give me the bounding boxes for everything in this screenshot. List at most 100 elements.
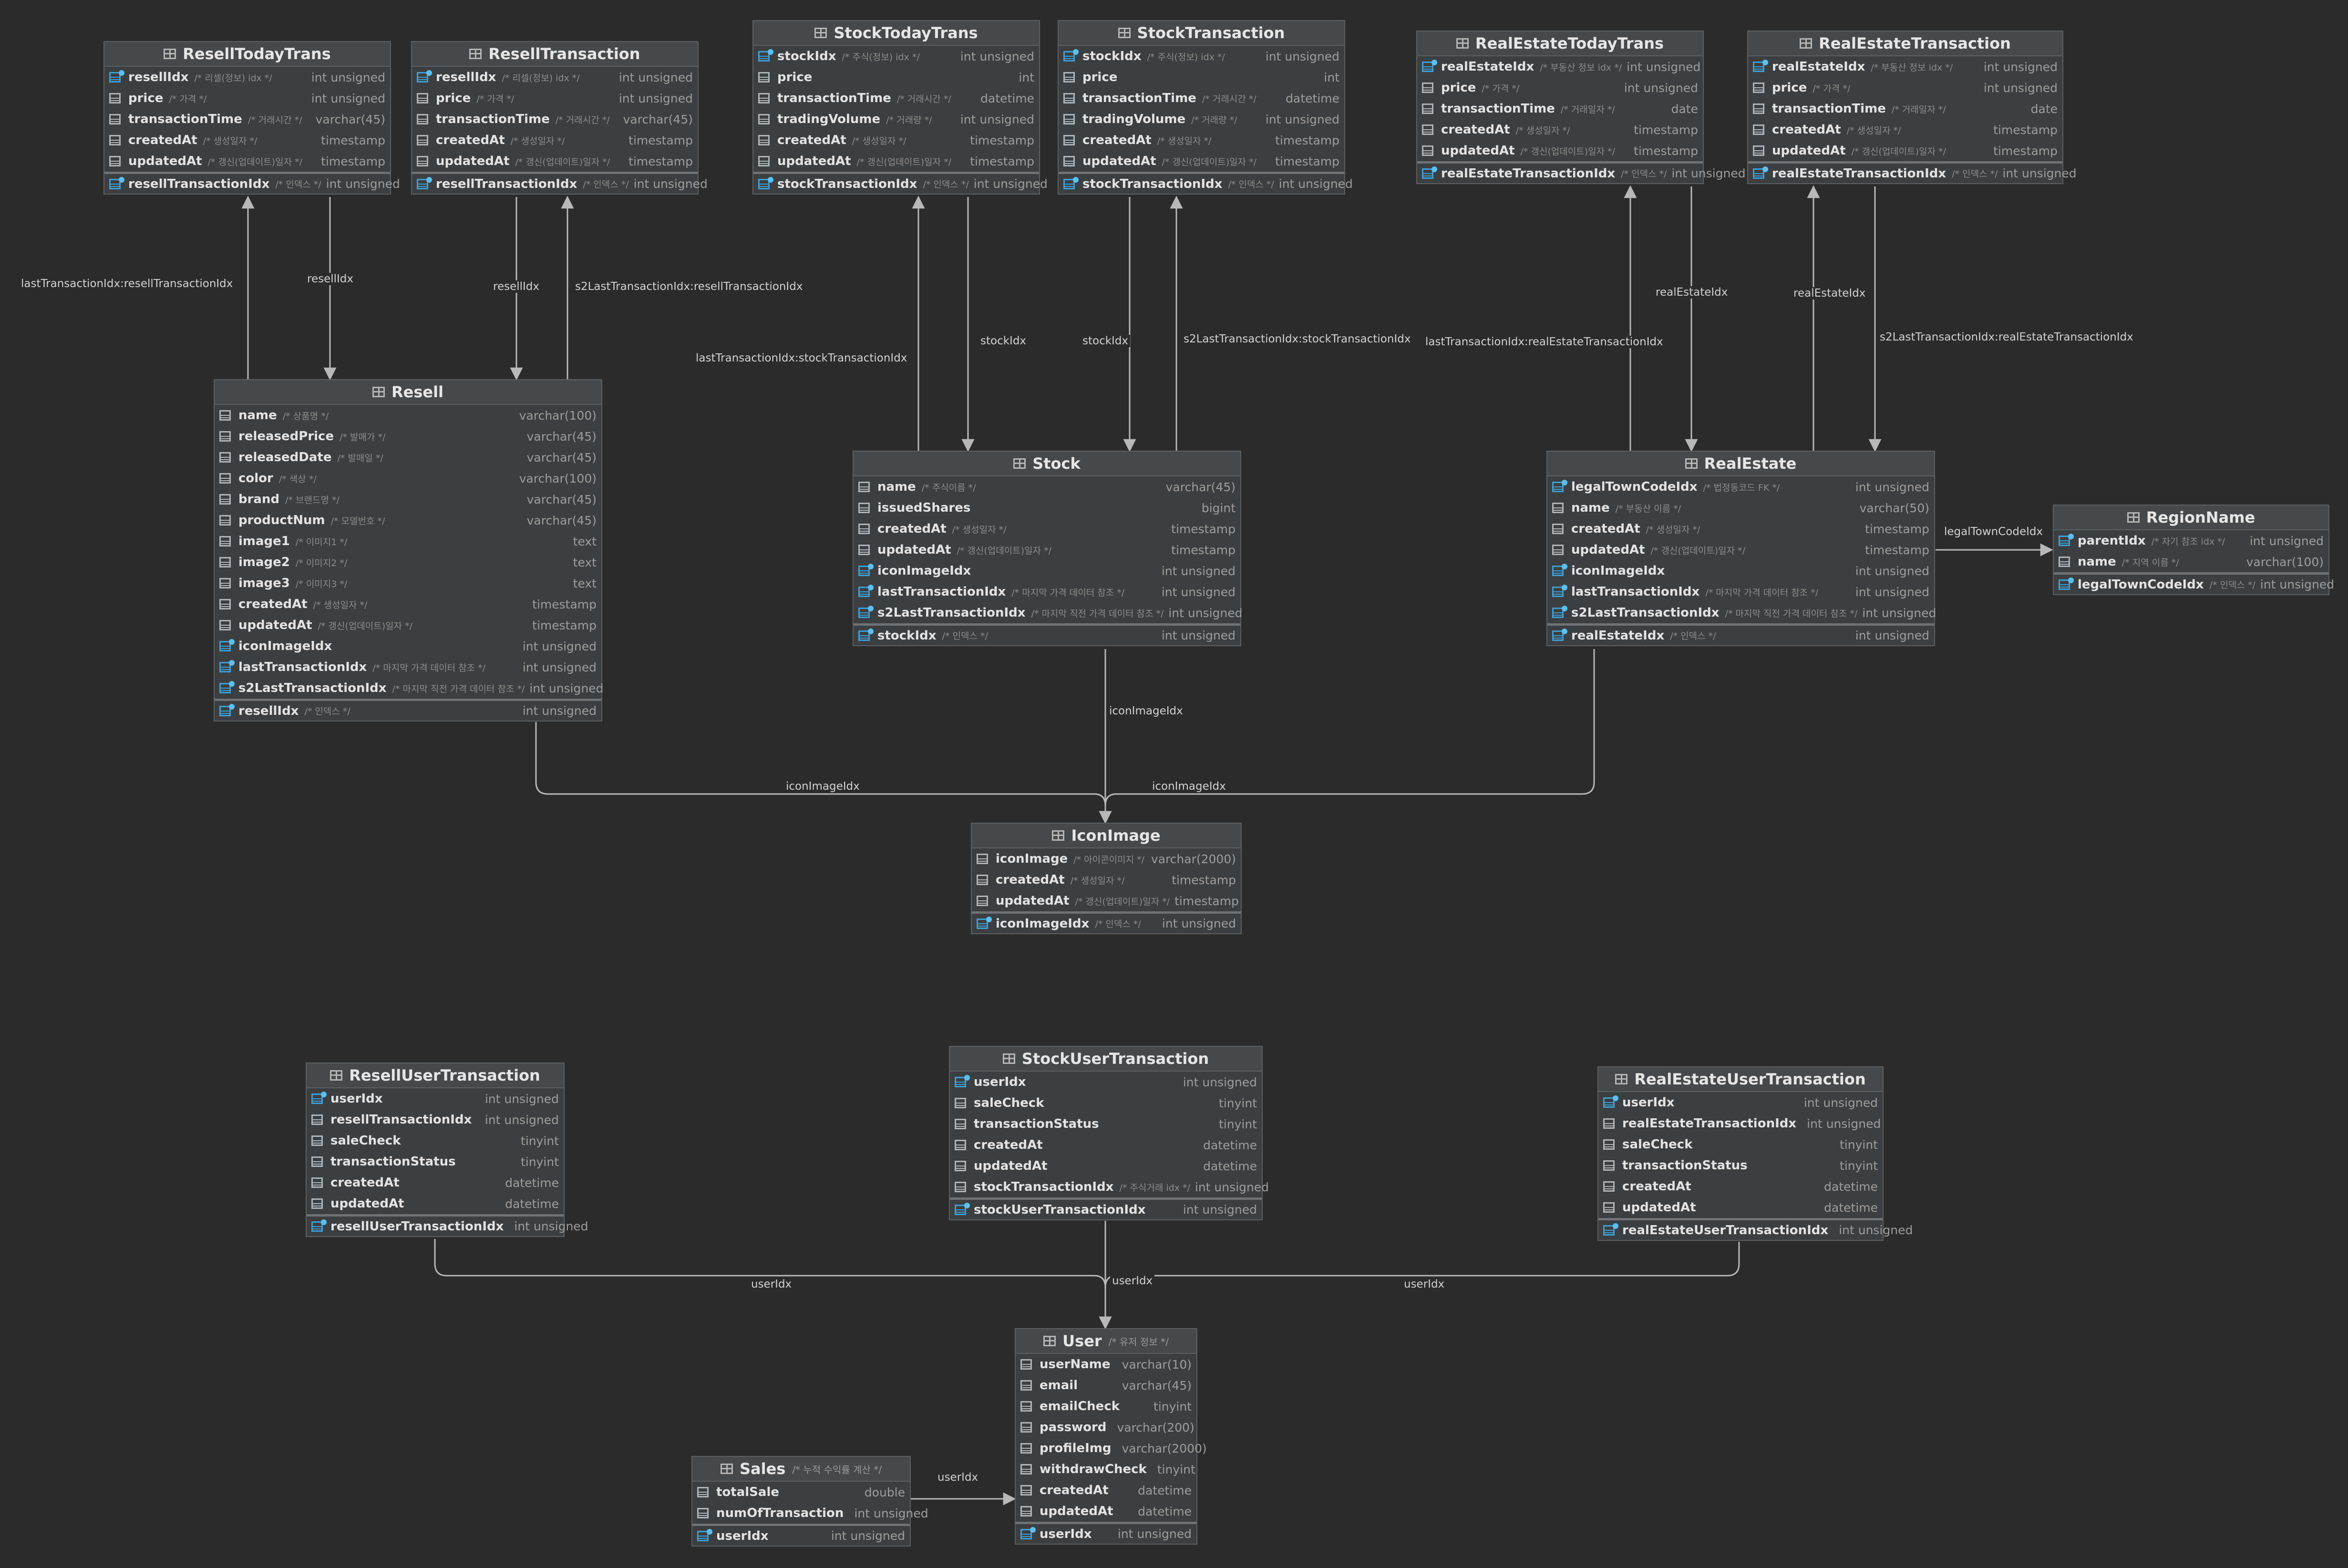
- column-row[interactable]: transactionTime/* 거래시간 */datetime: [753, 88, 1039, 109]
- table-header[interactable]: Sales/* 누적 수익률 계산 */: [692, 1457, 910, 1482]
- column-row[interactable]: s2LastTransactionIdx/* 마지막 직전 가격 데이터 참조 …: [1547, 602, 1936, 623]
- column-row[interactable]: transactionTime/* 거래시간 */varchar(45): [412, 109, 698, 130]
- column-row[interactable]: brand/* 브랜드명 */varchar(45): [215, 489, 601, 510]
- column-row[interactable]: releasedDate/* 발매일 */varchar(45): [215, 447, 601, 468]
- primary-key-row[interactable]: resellTransactionIdx/* 인덱스 */int unsigne…: [412, 172, 708, 194]
- column-row[interactable]: transactionTime/* 거래일자 */date: [1748, 98, 2062, 119]
- column-row[interactable]: price/* 가격 */int unsigned: [104, 88, 390, 109]
- column-row[interactable]: name/* 지역 이름 */varchar(100): [2054, 551, 2328, 572]
- column-row[interactable]: createdAt/* 생성일자 */timestamp: [1748, 119, 2062, 140]
- table-header[interactable]: RealEstateTransaction: [1748, 31, 2062, 56]
- column-row[interactable]: createdAt/* 생성일자 */timestamp: [215, 594, 601, 615]
- primary-key-row[interactable]: realEstateTransactionIdx/* 인덱스 */int uns…: [1748, 161, 2077, 183]
- primary-key-row[interactable]: resellTransactionIdx/* 인덱스 */int unsigne…: [104, 172, 400, 194]
- table-header[interactable]: StockUserTransaction: [950, 1047, 1262, 1072]
- column-row[interactable]: createdAt/* 생성일자 */timestamp: [412, 130, 698, 151]
- column-row[interactable]: iconImage/* 아이콘이미지 */varchar(2000): [972, 848, 1241, 869]
- table-header[interactable]: ResellTransaction: [412, 42, 698, 67]
- table-header[interactable]: RealEstate: [1547, 452, 1934, 476]
- primary-key-row[interactable]: realEstateIdx/* 인덱스 */int unsigned: [1547, 623, 1934, 645]
- column-row[interactable]: name/* 주식이름 */varchar(45): [854, 476, 1240, 497]
- column-row[interactable]: stockIdx/* 주식(정보) idx */int unsigned: [1059, 46, 1344, 67]
- primary-key-row[interactable]: resellIdx/* 인덱스 */int unsigned: [215, 699, 601, 721]
- column-row[interactable]: name/* 상품명 */varchar(100): [215, 405, 601, 426]
- column-row[interactable]: color/* 색상 */varchar(100): [215, 468, 601, 489]
- column-row[interactable]: updatedAt/* 갱신(업데이트)일자 */timestamp: [412, 151, 698, 172]
- primary-key-row[interactable]: stockIdx/* 인덱스 */int unsigned: [854, 623, 1240, 645]
- column-row[interactable]: updatedAt/* 갱신(업데이트)일자 */timestamp: [1547, 539, 1934, 560]
- table-header[interactable]: StockTodayTrans: [753, 21, 1039, 46]
- column-row[interactable]: legalTownCodeIdx/* 법정동코드 FK */int unsign…: [1547, 476, 1934, 497]
- column-row[interactable]: updatedAt/* 갱신(업데이트)일자 */timestamp: [854, 539, 1240, 560]
- column-row[interactable]: image1/* 이미지1 */text: [215, 531, 601, 552]
- table-header[interactable]: Stock: [854, 452, 1240, 476]
- column-row[interactable]: name/* 부동산 이름 */varchar(50): [1547, 497, 1934, 518]
- column-row[interactable]: tradingVolume/* 거래량 */int unsigned: [1059, 109, 1344, 130]
- column-row[interactable]: resellIdx/* 리셀(정보) idx */int unsigned: [104, 67, 390, 88]
- column-row[interactable]: image3/* 이미지3 */text: [215, 573, 601, 594]
- column-row[interactable]: createdAt/* 생성일자 */timestamp: [972, 869, 1241, 890]
- column-row[interactable]: stockTransactionIdx/* 주식거래 idx */int uns…: [950, 1176, 1269, 1197]
- column-row[interactable]: transactionTime/* 거래시간 */datetime: [1059, 88, 1344, 109]
- column-row[interactable]: productNum/* 모델번호 */varchar(45): [215, 510, 601, 531]
- primary-key-row[interactable]: stockTransactionIdx/* 인덱스 */int unsigned: [1059, 172, 1353, 194]
- column-row[interactable]: createdAt/* 생성일자 */timestamp: [1417, 119, 1703, 140]
- column-row[interactable]: updatedAt/* 갱신(업데이트)일자 */timestamp: [972, 890, 1241, 911]
- primary-key-row[interactable]: legalTownCodeIdx/* 인덱스 */int unsigned: [2054, 572, 2334, 594]
- table-header[interactable]: Resell: [215, 380, 601, 405]
- column-row[interactable]: createdAt/* 생성일자 */timestamp: [854, 518, 1240, 539]
- column-row[interactable]: createdAt/* 생성일자 */timestamp: [1547, 518, 1934, 539]
- table-header[interactable]: RegionName: [2054, 505, 2328, 530]
- column-row[interactable]: lastTransactionIdx/* 마지막 가격 데이터 참조 */int…: [1547, 581, 1934, 602]
- column-row[interactable]: lastTransactionIdx/* 마지막 가격 데이터 참조 */int…: [854, 581, 1240, 602]
- column-row[interactable]: price/* 가격 */int unsigned: [1748, 77, 2062, 98]
- primary-key-row[interactable]: stockTransactionIdx/* 인덱스 */int unsigned: [753, 172, 1048, 194]
- column-row[interactable]: realEstateIdx/* 부동산 정보 idx */int unsigne…: [1748, 56, 2062, 77]
- column-row[interactable]: price/* 가격 */int unsigned: [412, 88, 698, 109]
- table-header[interactable]: StockTransaction: [1059, 21, 1344, 46]
- table-header[interactable]: IconImage: [972, 824, 1241, 848]
- column-row[interactable]: createdAt/* 생성일자 */timestamp: [104, 130, 390, 151]
- column-row[interactable]: image2/* 이미지2 */text: [215, 552, 601, 573]
- column-row[interactable]: transactionTime/* 거래일자 */date: [1417, 98, 1703, 119]
- column-row[interactable]: updatedAt/* 갱신(업데이트)일자 */timestamp: [104, 151, 390, 172]
- column-row[interactable]: resellIdx/* 리셀(정보) idx */int unsigned: [412, 67, 698, 88]
- column-row[interactable]: createdAt/* 생성일자 */timestamp: [753, 130, 1039, 151]
